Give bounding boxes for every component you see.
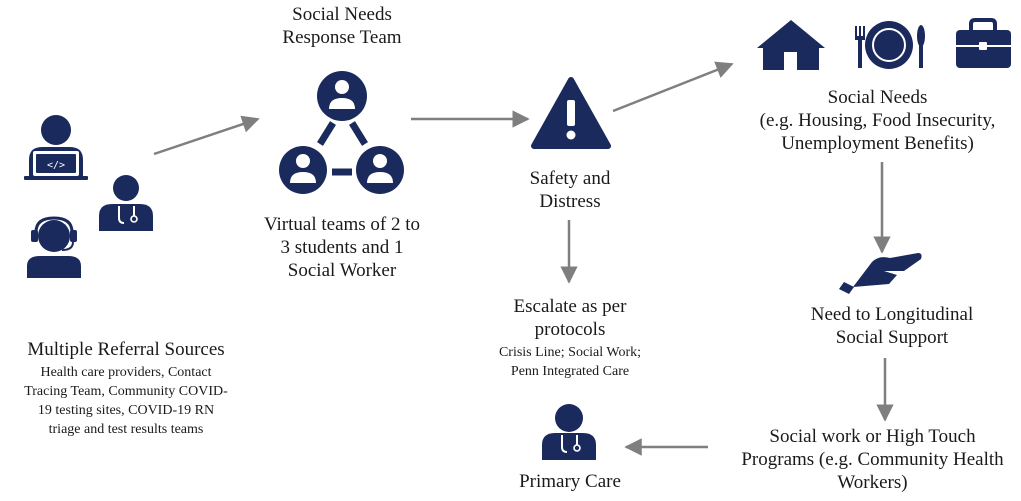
briefcase-icon: [956, 18, 1011, 68]
social-needs-label: Social Needs (e.g. Housing, Food Insecur…: [759, 87, 996, 154]
primary-care-label: Primary Care: [519, 471, 621, 492]
arrow-referral-to-team: [153, 115, 260, 156]
programs-label: Social work or High Touch Programs (e.g.…: [741, 426, 1004, 493]
doctor-icon: [99, 175, 153, 231]
warning-triangle-icon: [531, 77, 611, 149]
doctor-icon: [542, 404, 596, 460]
arrow-safety-to-social-needs: [612, 61, 734, 113]
referral-title: Multiple Referral Sources: [27, 339, 225, 360]
safety-label: Safety and Distress: [529, 168, 611, 212]
helping-hand-icon: [839, 253, 922, 294]
escalate-detail: Crisis Line; Social Work; Penn Integrate…: [498, 345, 642, 379]
escalate-title: Escalate as per protocols: [513, 296, 627, 340]
referral-detail: Health care providers, Contact Tracing T…: [24, 365, 228, 437]
arrows: [153, 61, 894, 456]
team-caption: Virtual teams of 2 to 3 students and 1 S…: [263, 214, 421, 281]
plate-cutlery-icon: [855, 21, 925, 69]
team-network-icon: [279, 71, 404, 194]
computer-user-icon: </>: [24, 115, 88, 180]
longitudinal-support-label: Need to Longitudinal Social Support: [810, 304, 974, 348]
call-center-agent-icon: [27, 212, 81, 278]
team-title: Social Needs Response Team: [282, 4, 402, 48]
house-icon: [757, 20, 825, 70]
svg-text:</>: </>: [47, 160, 65, 171]
